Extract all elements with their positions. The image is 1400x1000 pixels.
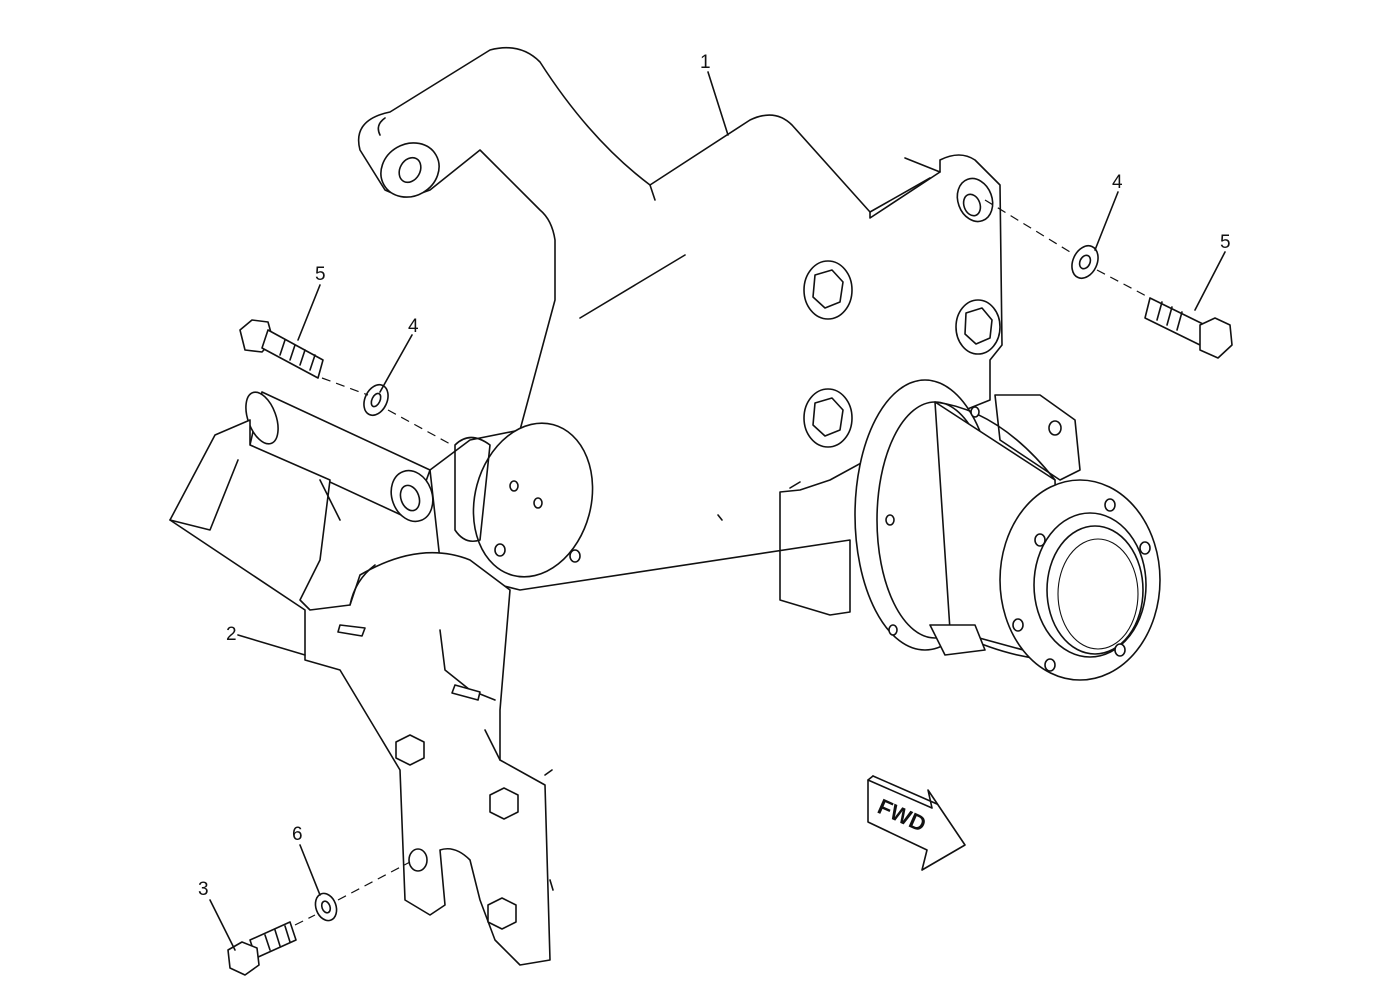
plate-nut-lower xyxy=(487,897,517,930)
callout-4-right: 4 xyxy=(1112,172,1123,193)
washer-4-left xyxy=(363,383,389,417)
bolt-5-left xyxy=(239,319,324,379)
face-bolt-lower xyxy=(803,388,853,448)
face-bolt-right xyxy=(955,299,1001,355)
plate-nut-middle xyxy=(489,787,519,820)
bolt-3 xyxy=(227,921,297,976)
lower-plate xyxy=(169,419,554,966)
washer-4-right xyxy=(1071,244,1099,280)
callout-5-right: 5 xyxy=(1220,232,1231,253)
callout-4-left: 4 xyxy=(408,316,419,337)
callout-1: 1 xyxy=(700,52,711,73)
face-bolt-upper xyxy=(803,260,853,320)
cross-shaft xyxy=(245,391,594,578)
fwd-direction-arrow: FWD xyxy=(867,775,966,871)
callout-6: 6 xyxy=(292,824,303,845)
bolt-5-right xyxy=(1144,297,1233,359)
callout-5-left: 5 xyxy=(315,264,326,285)
callout-2: 2 xyxy=(226,624,237,645)
washer-6 xyxy=(314,892,338,922)
leader-lines xyxy=(209,71,1226,951)
callout-3: 3 xyxy=(198,879,209,900)
plate-nut-upper xyxy=(395,734,425,766)
hub-assembly xyxy=(854,379,1161,681)
